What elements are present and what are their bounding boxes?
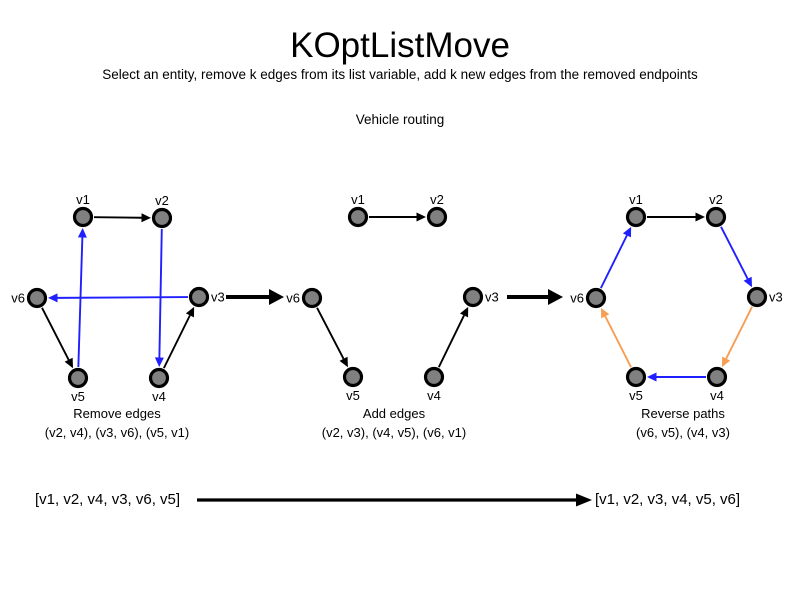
node-v3 <box>462 286 484 308</box>
edge-v6-v5 <box>41 307 70 361</box>
edge-v4-v3 <box>437 315 465 368</box>
edge-v3-v4-head <box>721 356 731 368</box>
edge-v1-v2-head <box>416 212 426 222</box>
edge-v6-v5 <box>316 307 345 360</box>
edge-v2-v4 <box>158 228 163 358</box>
edge-v5-v6 <box>604 315 632 368</box>
node-label-v5: v5 <box>71 389 85 404</box>
node-label-v2: v2 <box>430 192 444 207</box>
caption-reverse-paths-detail: (v6, v5), (v4, v3) <box>636 424 730 440</box>
node-label-v3: v3 <box>769 290 783 305</box>
node-v6 <box>301 287 323 309</box>
node-label-v6: v6 <box>11 291 25 306</box>
node-label-v2: v2 <box>709 192 723 207</box>
edge-v5-v1-head <box>77 227 87 238</box>
caption-add-edges-title: Add edges <box>362 406 426 421</box>
edge-v2-v3 <box>720 226 749 280</box>
caption-add-edges: Add edges (v2, v3), (v4, v5), (v6, v1) <box>234 405 554 442</box>
edge-v3-v6-head <box>47 293 58 303</box>
node-v5 <box>67 367 89 389</box>
node-label-v6: v6 <box>570 291 584 306</box>
node-v4 <box>423 366 445 388</box>
node-label-v4: v4 <box>152 389 166 404</box>
node-v5 <box>342 366 364 388</box>
node-label-v6: v6 <box>286 291 300 306</box>
node-v3 <box>188 286 210 308</box>
caption-remove-edges: Remove edges (v2, v4), (v3, v6), (v5, v1… <box>0 405 277 442</box>
node-label-v1: v1 <box>351 192 365 207</box>
edge-v4-v3-head <box>185 306 195 318</box>
node-v1 <box>347 206 369 228</box>
edge-v6-v5-head <box>64 357 73 369</box>
edge-v3-v6 <box>57 296 189 299</box>
edge-v6-v1 <box>600 234 628 289</box>
node-v6 <box>585 287 607 309</box>
caption-reverse-paths-title: Reverse paths <box>641 406 725 421</box>
node-label-v5: v5 <box>629 388 643 403</box>
edge-v5-v1 <box>77 237 84 368</box>
node-v6 <box>26 287 48 309</box>
edge-v6-v5-head <box>339 356 348 368</box>
node-label-v2: v2 <box>155 193 169 208</box>
edge-v5-v6-head <box>600 307 610 319</box>
edge-v4-v3 <box>163 314 191 369</box>
caption-remove-edges-detail: (v2, v4), (v3, v6), (v5, v1) <box>44 424 190 440</box>
flow-arrow-1-head <box>269 289 284 305</box>
node-v3 <box>746 286 768 308</box>
node-v2 <box>426 206 448 228</box>
node-v1 <box>72 206 94 228</box>
edge-v3-v4 <box>725 306 753 360</box>
node-label-v5: v5 <box>346 388 360 403</box>
page-subtitle: Select an entity, remove k edges from it… <box>102 67 698 82</box>
node-v4 <box>148 367 170 389</box>
node-v2 <box>705 206 727 228</box>
node-label-v3: v3 <box>485 290 499 305</box>
edge-v1-v2-head <box>141 213 152 223</box>
node-v4 <box>706 366 728 388</box>
edge-v2-v4-head <box>154 357 164 368</box>
node-label-v4: v4 <box>710 388 724 403</box>
page-title: KOptListMove <box>290 26 510 65</box>
caption-add-edges-detail: (v2, v3), (v4, v5), (v6, v1) <box>321 424 467 440</box>
node-label-v1: v1 <box>629 192 643 207</box>
caption-remove-edges-title: Remove edges <box>73 406 161 421</box>
edge-v1-v2 <box>93 216 142 219</box>
node-label-v3: v3 <box>211 290 225 305</box>
node-label-v1: v1 <box>76 192 90 207</box>
edge-v2-v3-head <box>743 276 752 288</box>
edge-v4-v5-head <box>647 372 657 382</box>
edge-v6-v1-head <box>622 226 632 238</box>
flow-arrow-2-head <box>548 289 563 305</box>
node-label-v4: v4 <box>427 388 441 403</box>
edge-v4-v3-head <box>459 306 469 318</box>
list-before: [v1, v2, v4, v3, v6, v5] <box>35 491 181 508</box>
list-after: [v1, v2, v3, v4, v5, v6] <box>595 491 741 508</box>
node-v2 <box>151 207 173 229</box>
node-v1 <box>625 206 647 228</box>
timeline-arrow-head <box>576 493 592 507</box>
edge-v1-v2-head <box>695 212 705 222</box>
node-v5 <box>625 366 647 388</box>
context-label: Vehicle routing <box>355 112 445 127</box>
caption-reverse-paths: Reverse paths (v6, v5), (v4, v3) <box>523 405 800 442</box>
